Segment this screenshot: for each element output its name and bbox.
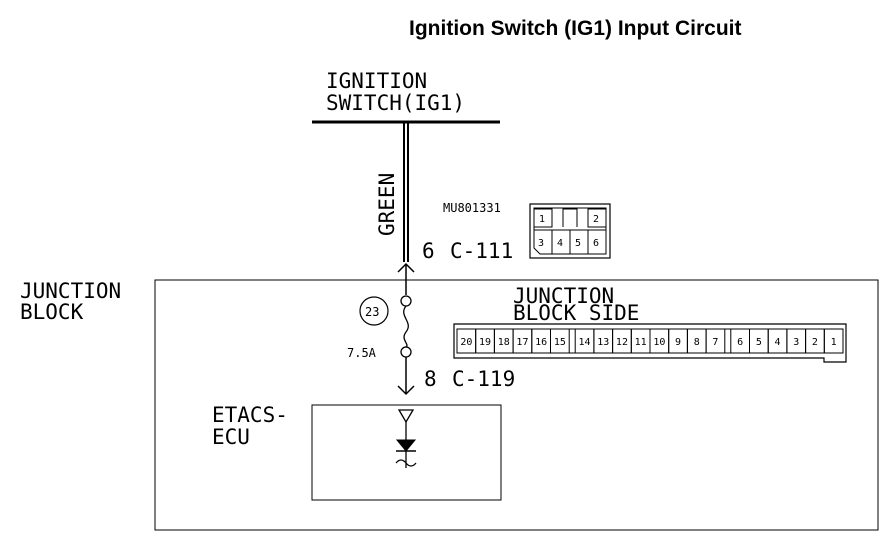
etacs-ecu-label-line2: ECU xyxy=(212,425,250,449)
c111-pin-1: 1 xyxy=(539,214,545,225)
jbs-pin-cell xyxy=(550,328,570,354)
etacs-ecu-label-line1: ETACS- xyxy=(212,403,288,427)
connector-part-number: MU801331 xyxy=(443,201,501,215)
c111-pin-5: 5 xyxy=(575,238,581,249)
jbs-pin-cell xyxy=(705,328,726,354)
jbs-pin-label: 5 xyxy=(756,337,762,348)
jbs-pin-label: 14 xyxy=(579,337,591,348)
jbs-pin-label: 7 xyxy=(712,337,718,348)
junction-block-side-label-line2: BLOCK SIDE xyxy=(513,301,639,325)
jbs-pin-label: 9 xyxy=(675,337,681,348)
junction-block-label-line2: BLOCK xyxy=(20,300,84,324)
jbs-pin-label: 8 xyxy=(694,337,700,348)
jbs-pin-label: 11 xyxy=(635,337,647,348)
fuse-number: 23 xyxy=(365,305,379,319)
connector-c119-pin: 8 xyxy=(424,367,437,391)
connector-c119-id: C-119 xyxy=(452,367,515,391)
junction-block-label-line1: JUNCTION xyxy=(20,279,121,303)
jbs-pin-label: 3 xyxy=(793,337,799,348)
jbs-pin-label: 20 xyxy=(460,337,472,348)
connector-c111-id: C-111 xyxy=(450,239,513,263)
jbs-pin-label: 16 xyxy=(535,337,547,348)
ecu-input-symbol xyxy=(395,409,417,468)
diagram-title: Ignition Switch (IG1) Input Circuit xyxy=(409,17,741,40)
junction-block-outline xyxy=(154,279,879,531)
c111-pin-4: 4 xyxy=(557,238,563,249)
jbs-pin-label: 1 xyxy=(831,337,837,348)
jbs-pin-label: 17 xyxy=(516,337,528,348)
c111-pin-6: 6 xyxy=(593,238,599,249)
junction-block-side-label-line1: JUNCTION xyxy=(513,284,614,308)
jbs-pin-label: 10 xyxy=(653,337,665,348)
jbs-pin-label: 18 xyxy=(498,337,510,348)
connector-c111-face: 1 2 3 4 5 6 xyxy=(529,203,611,259)
ignition-switch-label-line2: SWITCH(IG1) xyxy=(326,91,465,115)
jbs-pin-label: 2 xyxy=(812,337,818,348)
jbs-pin-label: 13 xyxy=(597,337,609,348)
etacs-ecu-box xyxy=(311,404,502,501)
fuse-rating: 7.5A xyxy=(347,346,377,360)
c111-pin-3: 3 xyxy=(538,238,544,249)
ignition-switch-label-line1: IGNITION xyxy=(326,69,427,93)
jbs-pin-label: 15 xyxy=(554,337,566,348)
jbs-pin-label: 6 xyxy=(737,337,743,348)
c111-pin-2: 2 xyxy=(593,214,599,225)
wire-color-label: GREEN xyxy=(375,173,399,236)
fuse-number-circle xyxy=(359,296,389,326)
jbs-pin-label: 19 xyxy=(479,337,491,348)
jbs-pin-cell xyxy=(823,328,844,354)
jbs-pin-label: 4 xyxy=(775,337,781,348)
jbs-pin-label: 12 xyxy=(616,337,628,348)
fuse-23 xyxy=(397,295,415,396)
junction-block-side-connector: 20 19 18 17 16 15 14 13 12 11 10 9 8 7 6 5 4 3 2 1 xyxy=(453,323,847,363)
connector-c111-pin: 6 xyxy=(422,239,435,263)
